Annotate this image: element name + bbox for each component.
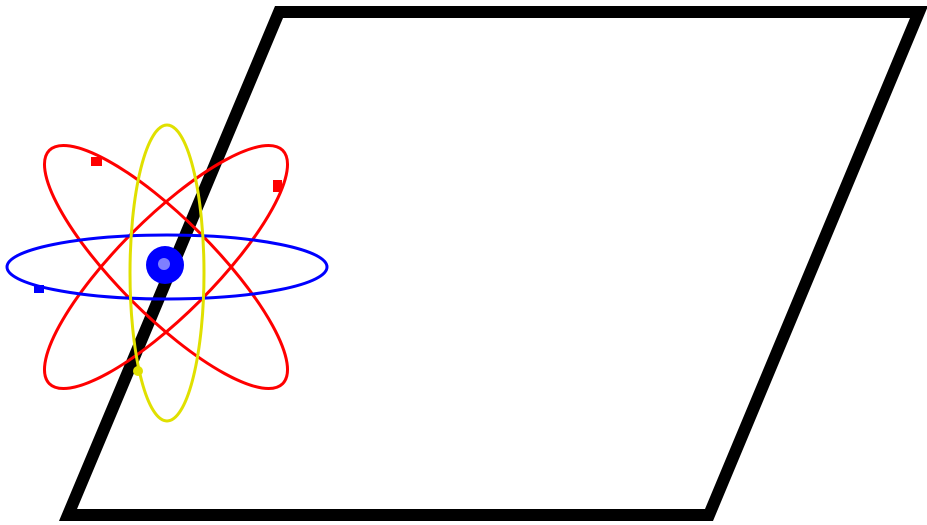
electron-red-right-icon <box>273 180 282 192</box>
atom-icon <box>7 116 327 421</box>
electron-yellow-icon <box>133 366 143 376</box>
electron-blue-icon <box>34 285 44 293</box>
parallelogram <box>68 12 919 515</box>
nucleus-highlight-icon <box>158 258 170 270</box>
electron-red-top-icon <box>91 157 102 166</box>
